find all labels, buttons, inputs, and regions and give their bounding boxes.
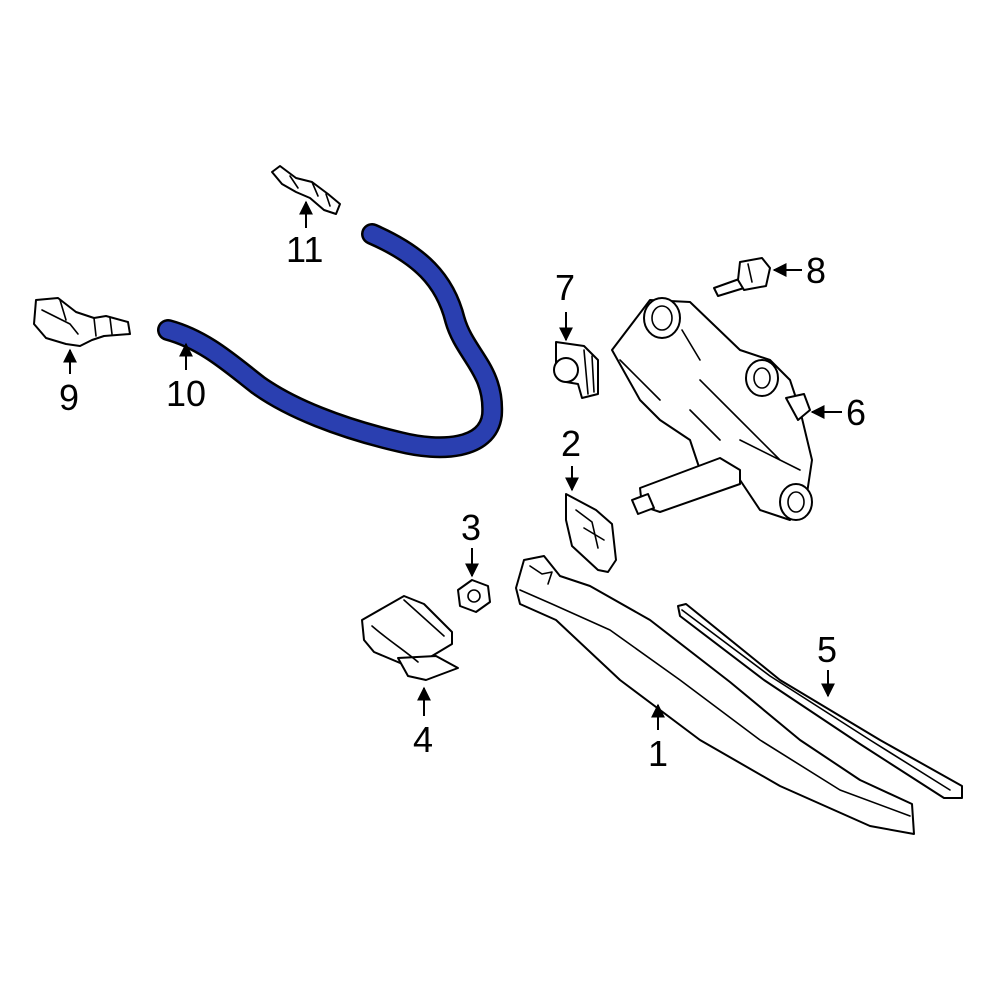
callout-3[interactable]: 3 — [461, 507, 481, 548]
callout-2[interactable]: 2 — [561, 423, 581, 464]
washer-hose-part[interactable] — [157, 223, 504, 459]
wiper-arm-part[interactable] — [515, 555, 915, 835]
callout-9[interactable]: 9 — [59, 377, 79, 418]
callout-5[interactable]: 5 — [817, 629, 837, 670]
callout-6[interactable]: 6 — [846, 392, 866, 433]
wiper-blade-part[interactable] — [677, 603, 963, 799]
cap-part[interactable] — [361, 595, 459, 681]
bolt-part[interactable] — [713, 257, 771, 297]
callout-10[interactable]: 10 — [166, 373, 206, 414]
cover-part[interactable] — [565, 493, 617, 573]
wiper-motor-part[interactable] — [611, 297, 813, 521]
callout-labels: 1 2 3 4 5 6 7 8 9 10 11 — [59, 229, 866, 774]
grommet-part[interactable] — [553, 341, 599, 399]
nut-part[interactable] — [457, 579, 491, 613]
washer-nozzle-part[interactable] — [33, 297, 131, 347]
leader-lines — [63, 200, 842, 730]
callout-7[interactable]: 7 — [555, 267, 575, 308]
hose-connector-part[interactable] — [271, 165, 341, 215]
callout-8[interactable]: 8 — [806, 250, 826, 291]
callout-4[interactable]: 4 — [413, 719, 433, 760]
callout-1[interactable]: 1 — [648, 733, 668, 774]
callout-11[interactable]: 11 — [286, 229, 323, 270]
